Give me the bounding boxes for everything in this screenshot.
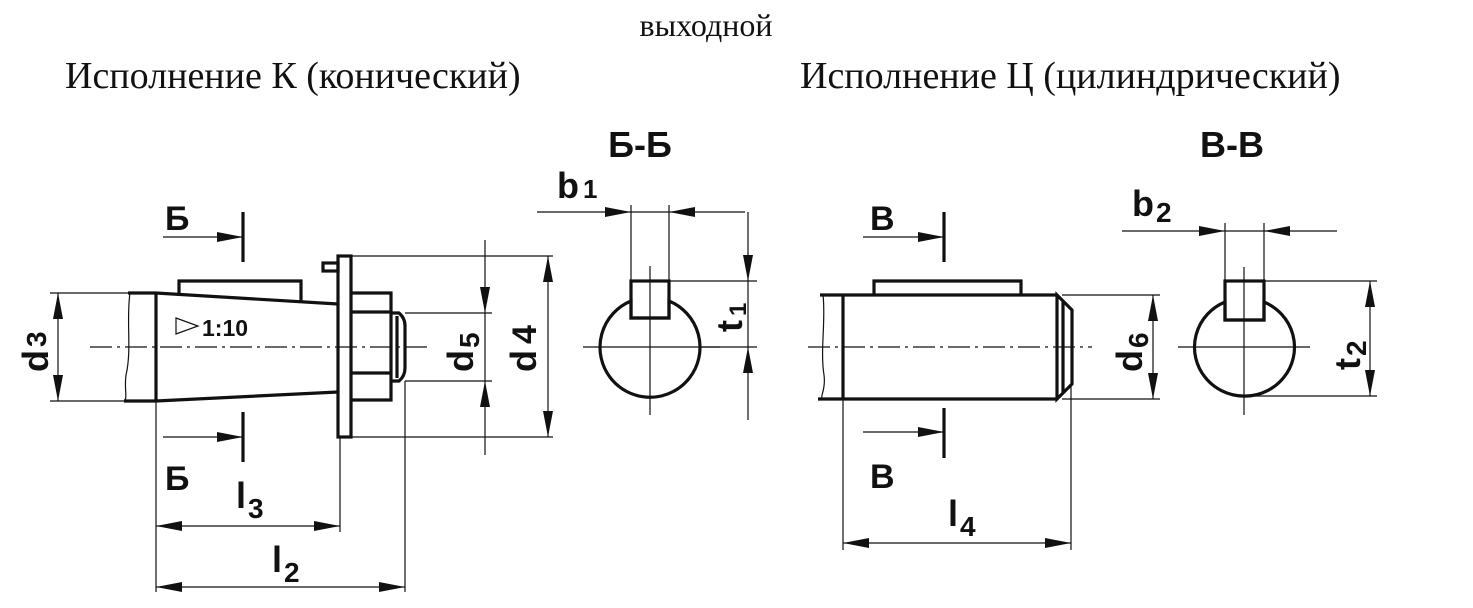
t2-label: t	[1327, 358, 1368, 370]
dim-l4: l4	[842, 384, 1072, 550]
d5-label: d	[440, 350, 481, 372]
subtitle: выходной	[640, 7, 773, 43]
conical-shaft-view: 1:10	[90, 254, 428, 439]
dim-l3: l3	[155, 401, 341, 592]
svg-text:d4: d4	[503, 325, 544, 372]
t1-sub: 1	[725, 303, 752, 316]
d4-label: d	[503, 350, 544, 372]
cut-label-top: Б	[165, 200, 189, 238]
svg-text:d3: d3	[15, 331, 56, 372]
dim-d4: d4	[351, 255, 553, 438]
key	[872, 279, 1023, 295]
dim-l2: l2	[156, 381, 406, 592]
taper-symbol-icon	[175, 317, 200, 335]
t1-label: t	[709, 320, 750, 332]
b1-sub: 1	[583, 174, 597, 204]
svg-text:t1: t1	[709, 303, 752, 332]
svg-text:d6: d6	[1109, 332, 1154, 372]
cut-label-bottom: В	[870, 458, 895, 496]
d6-label: d	[1109, 350, 1150, 372]
dim-d6: d6	[1062, 294, 1160, 400]
d3-sub: 3	[21, 331, 52, 347]
l2-label: l	[272, 539, 282, 580]
dim-d5: d5	[405, 240, 492, 455]
section-cut-b: Б Б	[163, 200, 245, 498]
cut-label-bottom: Б	[165, 460, 189, 498]
svg-text:l2: l2	[272, 539, 300, 588]
dim-d3: d3	[15, 292, 128, 402]
svg-text:d5: d5	[440, 332, 485, 372]
section-bb-title: Б-Б	[608, 124, 672, 165]
d3-label: d	[15, 350, 56, 372]
d5-sub: 5	[454, 332, 485, 348]
title-conical: Исполнение К (конический)	[65, 55, 521, 97]
section-vv: В-В b2 t2	[1122, 124, 1377, 415]
svg-text:b2: b2	[1132, 183, 1172, 228]
l3-sub: 3	[248, 493, 264, 524]
section-cut-v: В В	[863, 200, 946, 496]
l4-label: l	[948, 493, 958, 534]
svg-text:l3: l3	[236, 475, 264, 524]
l4-sub: 4	[960, 511, 976, 542]
l3-label: l	[236, 475, 246, 516]
title-cylindrical: Исполнение Ц (цилиндрический)	[800, 55, 1341, 97]
l2-sub: 2	[284, 557, 300, 588]
section-vv-title: В-В	[1200, 124, 1264, 165]
cut-label-top: В	[870, 200, 895, 238]
svg-text:b1: b1	[557, 165, 597, 206]
t2-sub: 2	[1341, 340, 1372, 356]
b2-label: b	[1132, 183, 1154, 224]
taper-ratio: 1:10	[202, 315, 248, 341]
b2-sub: 2	[1156, 197, 1172, 228]
b1-label: b	[557, 165, 579, 206]
key	[177, 279, 303, 301]
d4-sub: 4	[506, 325, 544, 344]
cylindrical-shaft-view	[808, 279, 1092, 403]
d6-sub: 6	[1123, 332, 1154, 348]
svg-text:t2: t2	[1327, 340, 1372, 370]
svg-text:l4: l4	[948, 493, 976, 542]
